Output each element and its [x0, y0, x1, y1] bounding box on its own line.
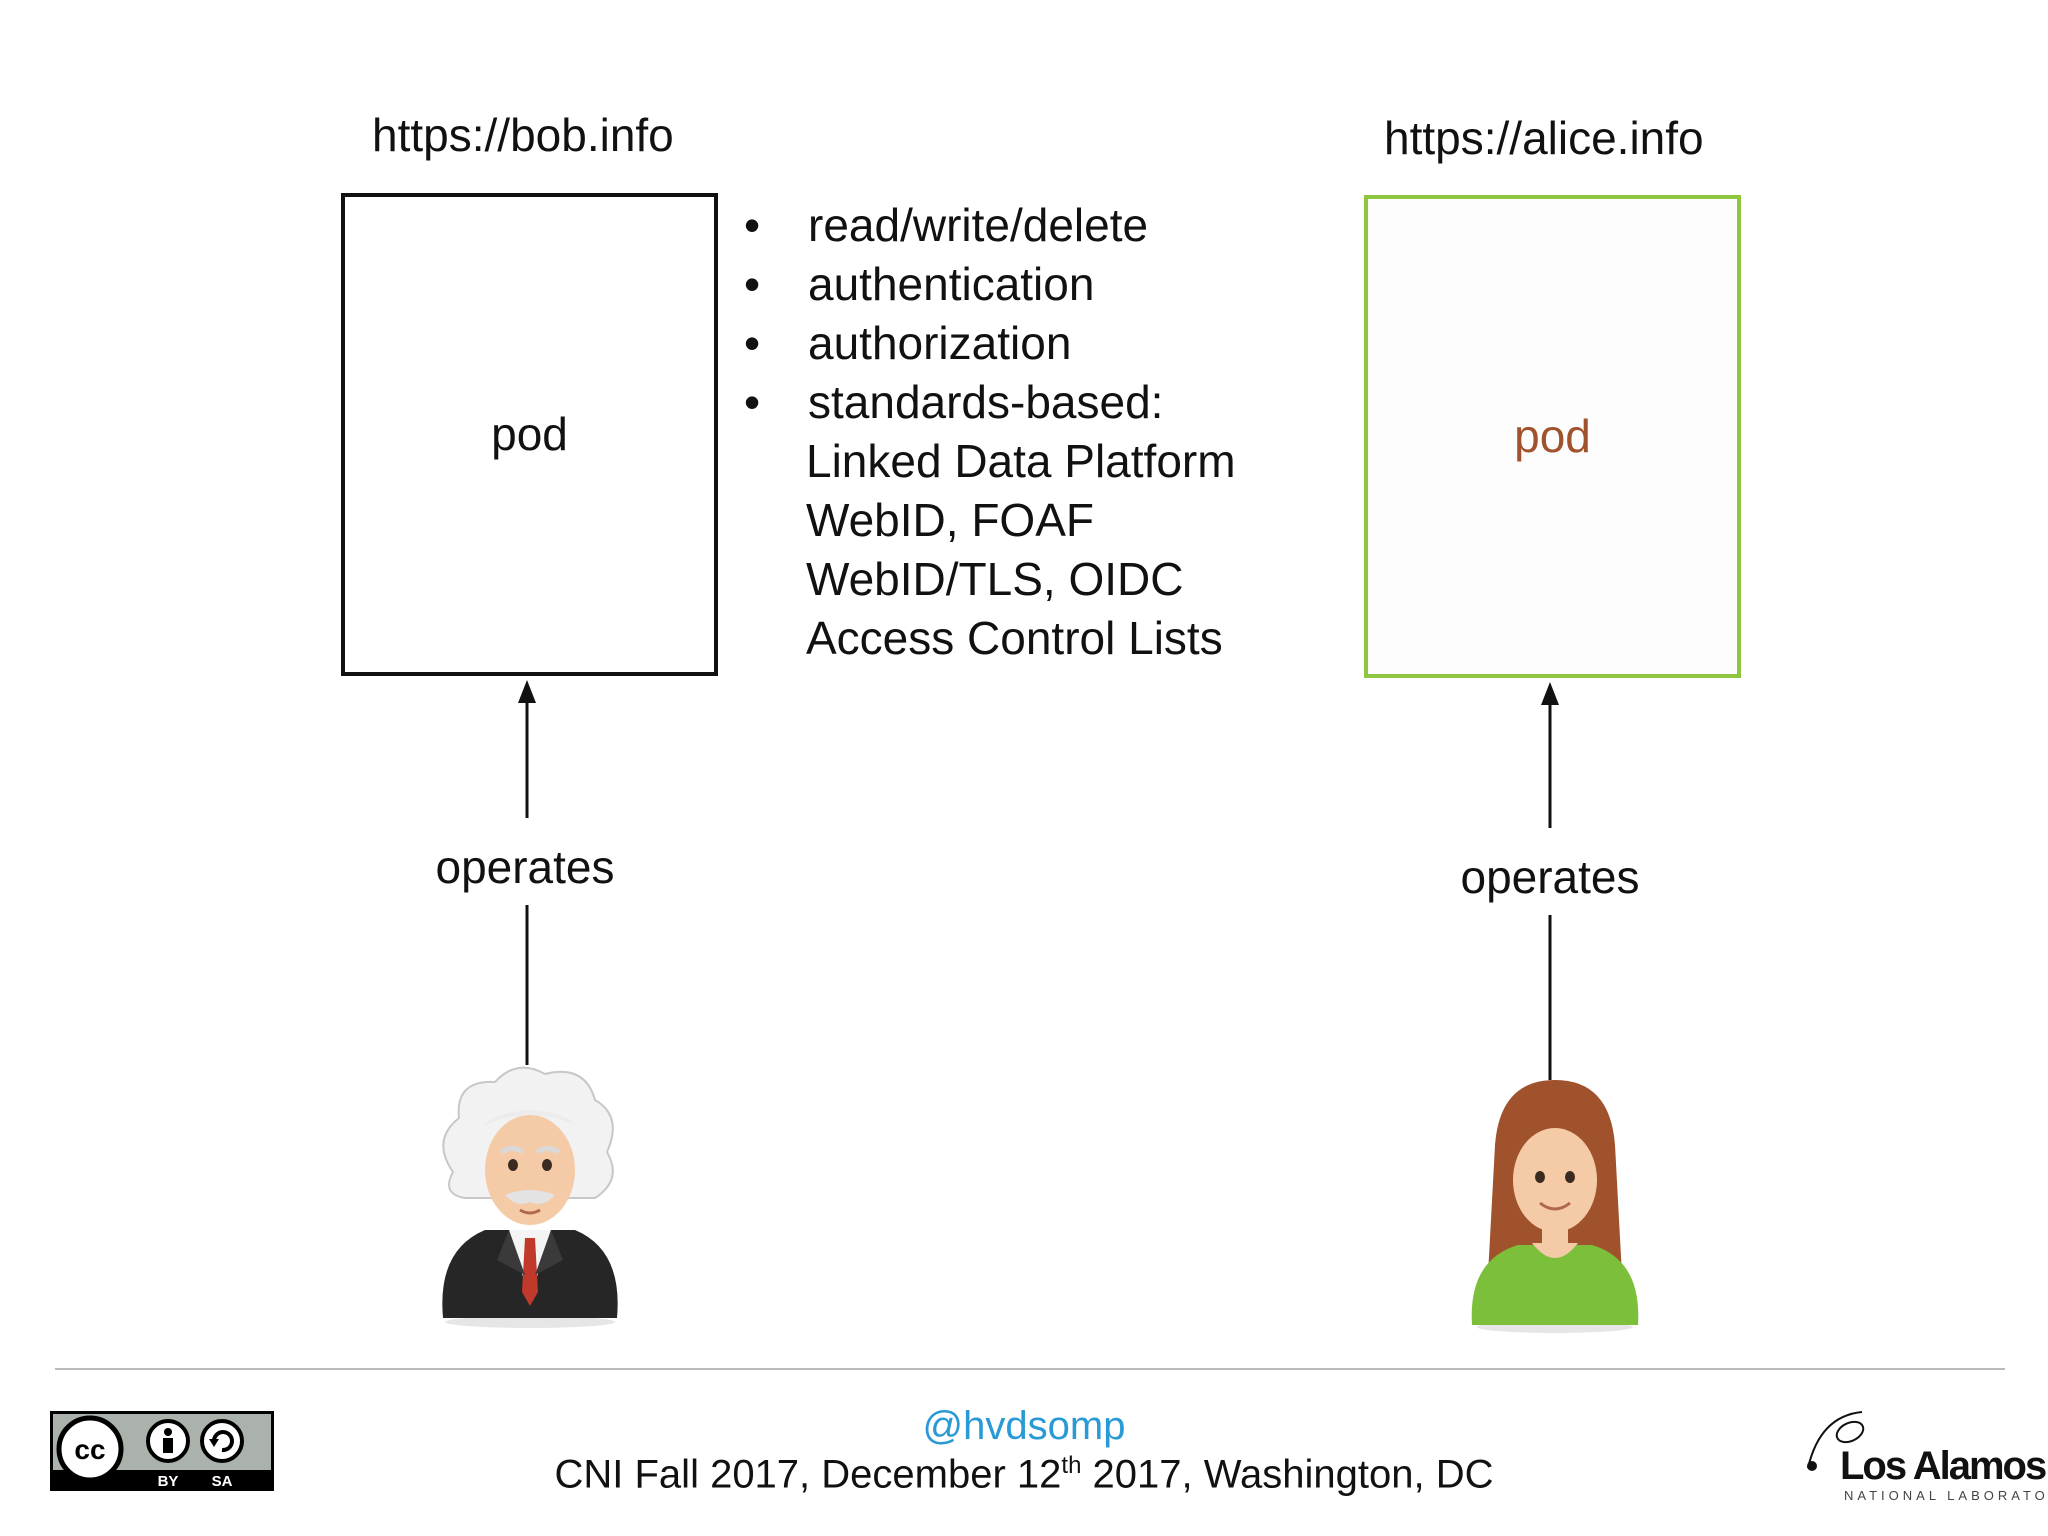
- los-alamos-logo: Los Alamos NATIONAL LABORATORY: [1800, 1406, 2048, 1503]
- alice-operates-label: operates: [1460, 851, 1640, 903]
- feature-item: • standards-based:: [740, 373, 1236, 432]
- feature-item: • authorization: [740, 314, 1236, 373]
- footer-divider: [55, 1368, 2005, 1370]
- bob-avatar-icon: [442, 1066, 618, 1328]
- alice-url-label: https://alice.info: [1384, 112, 1704, 164]
- event-ordinal-suffix: th: [1061, 1452, 1082, 1479]
- cc-by-label: BY: [158, 1473, 179, 1490]
- bob-operates-label: operates: [435, 841, 615, 893]
- bob-pod-box: pod: [341, 193, 718, 676]
- feature-item: • read/write/delete: [740, 196, 1236, 255]
- twitter-handle[interactable]: @hvdsomp: [922, 1404, 1126, 1448]
- feature-text: read/write/delete: [808, 199, 1149, 251]
- event-info: CNI Fall 2017, December 12th 2017, Washi…: [0, 1452, 2048, 1497]
- feature-text: authentication: [808, 258, 1095, 310]
- bullet-icon: •: [744, 258, 761, 310]
- bullet-icon: •: [744, 317, 761, 369]
- pod-feature-list: • read/write/delete • authentication • auth…: [740, 196, 1236, 668]
- standard-item: Linked Data Platform: [806, 435, 1236, 487]
- alice-avatar-icon: [1471, 1080, 1639, 1333]
- standard-item: WebID/TLS, OIDC: [806, 553, 1184, 605]
- cc-label: cc: [74, 1434, 105, 1465]
- event-text-start: CNI Fall 2017, December 12: [554, 1452, 1062, 1497]
- bullet-icon: •: [744, 376, 761, 428]
- feature-text: standards-based:: [808, 376, 1164, 428]
- event-text-end: 2017, Washington, DC: [1081, 1452, 1494, 1497]
- bullet-icon: •: [744, 199, 761, 251]
- cc-by-sa-license-icon: cc BY SA: [50, 1411, 274, 1491]
- alice-pod-label: pod: [1514, 410, 1591, 462]
- feature-item: • authentication: [740, 255, 1236, 314]
- los-alamos-name: Los Alamos: [1840, 1444, 2047, 1488]
- bob-pod-label: pod: [491, 408, 568, 460]
- atom-orbit-icon: [1807, 1411, 1865, 1471]
- standard-item: Access Control Lists: [806, 612, 1223, 664]
- alice-operates-arrow: [1541, 682, 1559, 1080]
- feature-text: authorization: [808, 317, 1072, 369]
- alice-pod-box: pod: [1364, 195, 1741, 678]
- cc-sa-label: SA: [212, 1473, 233, 1490]
- bob-url-label: https://bob.info: [372, 109, 674, 161]
- los-alamos-subtitle: NATIONAL LABORATORY: [1844, 1488, 2048, 1503]
- bob-operates-arrow: [518, 680, 536, 1065]
- standard-item: WebID, FOAF: [806, 494, 1094, 546]
